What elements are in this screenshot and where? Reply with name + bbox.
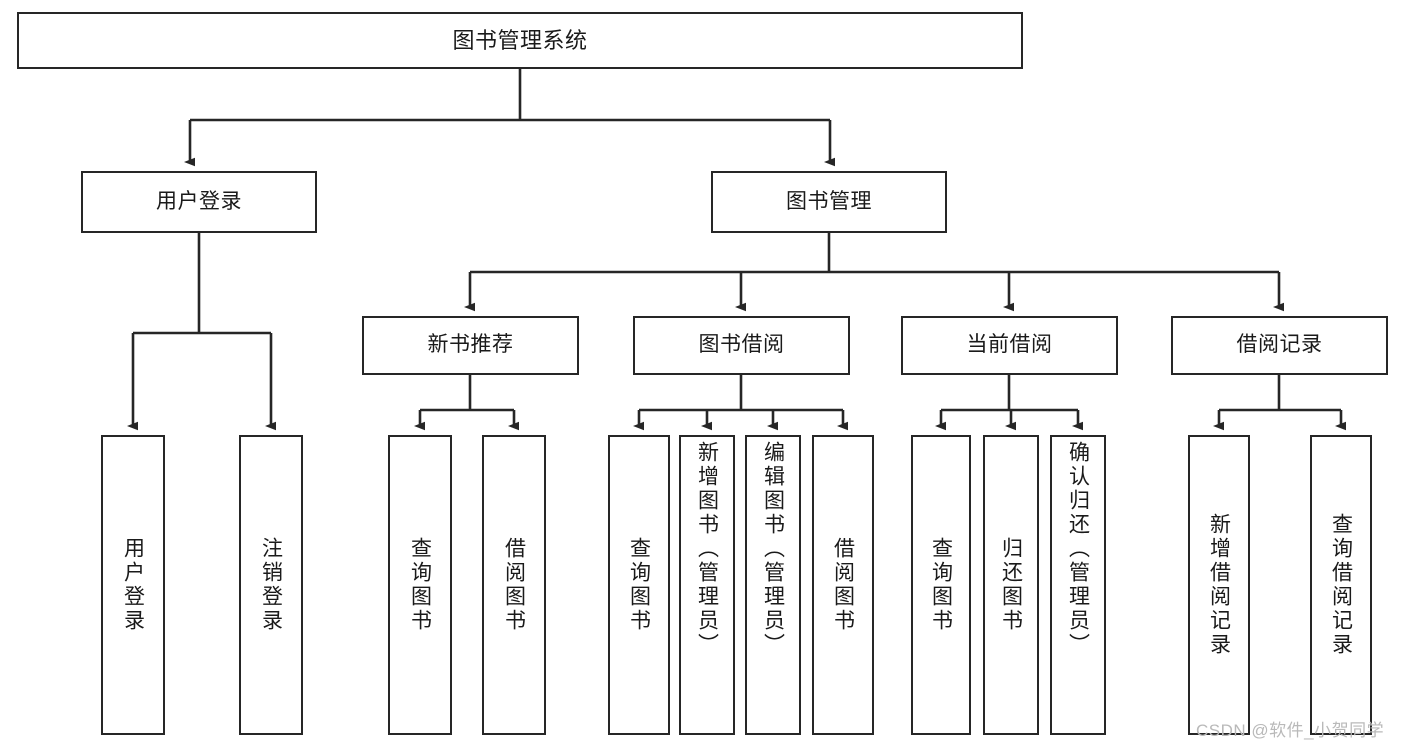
node-book-borrow[interactable]: 图书借阅: [633, 316, 850, 375]
node-book-manage[interactable]: 图书管理: [711, 171, 947, 233]
node-current-borrow[interactable]: 当前借阅: [901, 316, 1118, 375]
node-label: 借阅图书: [502, 537, 526, 633]
node-label: 用户登录: [121, 537, 145, 633]
node-label: 借阅记录: [1236, 333, 1323, 357]
node-leaf-borrow-book-1[interactable]: 借阅图书: [482, 435, 546, 735]
node-label: 用户登录: [156, 189, 242, 213]
node-label: 归还图书: [999, 537, 1023, 633]
node-label: 查询图书: [929, 537, 953, 633]
node-label: 借阅图书: [831, 537, 855, 633]
node-label: 确认归还（管理员）: [1066, 441, 1090, 657]
node-leaf-borrow-book-2[interactable]: 借阅图书: [812, 435, 874, 735]
node-label: 图书管理: [786, 189, 872, 213]
node-label: 编辑图书（管理员）: [761, 441, 785, 657]
node-new-book-recommendation[interactable]: 新书推荐: [362, 316, 579, 375]
node-leaf-user-login[interactable]: 用户登录: [101, 435, 165, 735]
node-label: 新增借阅记录: [1207, 513, 1231, 657]
node-label: 查询图书: [627, 537, 651, 633]
node-leaf-edit-book-admin[interactable]: 编辑图书（管理员）: [745, 435, 801, 735]
node-leaf-query-book-2[interactable]: 查询图书: [608, 435, 670, 735]
node-leaf-add-book-admin[interactable]: 新增图书（管理员）: [679, 435, 735, 735]
node-leaf-query-borrow-record[interactable]: 查询借阅记录: [1310, 435, 1372, 735]
node-label: 当前借阅: [966, 333, 1053, 357]
watermark: CSDN @软件_小贺同学: [1196, 721, 1385, 740]
node-label: 查询图书: [408, 537, 432, 633]
node-leaf-add-borrow-record[interactable]: 新增借阅记录: [1188, 435, 1250, 735]
node-leaf-return-book[interactable]: 归还图书: [983, 435, 1039, 735]
node-label: 图书借阅: [698, 333, 785, 357]
node-leaf-logout[interactable]: 注销登录: [239, 435, 303, 735]
node-label: 查询借阅记录: [1329, 513, 1353, 657]
node-user-login[interactable]: 用户登录: [81, 171, 317, 233]
node-leaf-query-book-1[interactable]: 查询图书: [388, 435, 452, 735]
node-label: 图书管理系统: [452, 27, 588, 53]
node-leaf-query-book-3[interactable]: 查询图书: [911, 435, 971, 735]
node-leaf-confirm-return-admin[interactable]: 确认归还（管理员）: [1050, 435, 1106, 735]
node-label: 新增图书（管理员）: [695, 441, 719, 657]
node-root-system[interactable]: 图书管理系统: [17, 12, 1023, 69]
node-label: 注销登录: [259, 537, 283, 633]
node-borrow-record[interactable]: 借阅记录: [1171, 316, 1388, 375]
node-label: 新书推荐: [427, 333, 514, 357]
